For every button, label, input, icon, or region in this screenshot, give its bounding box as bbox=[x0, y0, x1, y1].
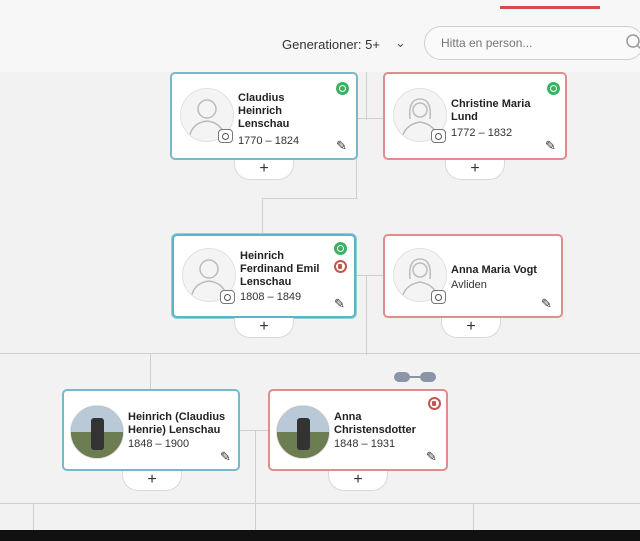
connector-line bbox=[262, 198, 358, 199]
connector-line bbox=[341, 275, 383, 276]
add-relative-button[interactable]: + bbox=[122, 471, 182, 491]
active-tab-indicator bbox=[500, 6, 600, 9]
person-name: Anna Maria Vogt bbox=[451, 264, 537, 276]
generation-divider bbox=[0, 503, 640, 504]
add-relative-button[interactable]: + bbox=[234, 318, 294, 338]
toolbar: Generationer: 5+ ⌄ bbox=[0, 0, 640, 72]
record-hint-icon[interactable] bbox=[547, 82, 560, 95]
edit-icon[interactable]: ✎ bbox=[541, 296, 552, 311]
add-relative-button[interactable]: + bbox=[441, 318, 501, 338]
add-relative-button[interactable]: + bbox=[445, 160, 505, 180]
search-box[interactable] bbox=[424, 26, 640, 60]
add-photo-icon[interactable] bbox=[220, 290, 235, 304]
gravestone-photo bbox=[70, 405, 124, 459]
connector-line bbox=[255, 430, 256, 530]
edit-icon[interactable]: ✎ bbox=[545, 138, 556, 153]
person-dates: Avliden bbox=[451, 279, 487, 291]
generations-selector[interactable]: Generationer: 5+ bbox=[282, 37, 380, 52]
add-photo-icon[interactable] bbox=[431, 290, 446, 304]
edit-icon[interactable]: ✎ bbox=[336, 138, 347, 153]
search-icon[interactable] bbox=[625, 32, 640, 54]
screen: Generationer: 5+ ⌄ ClaudiusHeinrichLensc… bbox=[0, 0, 640, 530]
connector-line bbox=[366, 72, 367, 120]
person-dates: 1848 – 1900 bbox=[128, 438, 190, 450]
spouse-link-icon[interactable] bbox=[393, 370, 437, 384]
edit-icon[interactable]: ✎ bbox=[426, 449, 437, 464]
record-badge-icon[interactable] bbox=[334, 260, 347, 273]
gravestone-photo bbox=[276, 405, 330, 459]
person-card-anna-maria[interactable]: Anna Maria Vogt Avliden ✎ bbox=[383, 234, 563, 318]
connector-line bbox=[33, 503, 34, 530]
add-relative-button[interactable]: + bbox=[328, 471, 388, 491]
add-photo-icon[interactable] bbox=[218, 129, 233, 143]
record-hint-icon[interactable] bbox=[336, 82, 349, 95]
record-hint-icon[interactable] bbox=[334, 242, 347, 255]
connector-line bbox=[150, 353, 151, 389]
connector-line bbox=[237, 430, 271, 431]
connector-line bbox=[262, 198, 263, 234]
edit-icon[interactable]: ✎ bbox=[220, 449, 231, 464]
record-badge-icon[interactable] bbox=[428, 397, 441, 410]
person-dates: 1808 – 1849 bbox=[240, 291, 302, 303]
person-dates: 1772 – 1832 bbox=[451, 127, 513, 139]
generation-divider bbox=[0, 353, 640, 354]
search-input[interactable] bbox=[439, 35, 613, 51]
person-dates: 1848 – 1931 bbox=[334, 438, 396, 450]
connector-line bbox=[336, 118, 384, 119]
add-relative-button[interactable]: + bbox=[234, 160, 294, 180]
monitor-bezel bbox=[0, 530, 640, 541]
connector-line bbox=[366, 275, 367, 355]
add-photo-icon[interactable] bbox=[431, 129, 446, 143]
edit-icon[interactable]: ✎ bbox=[334, 296, 345, 311]
person-dates: 1770 – 1824 bbox=[238, 135, 300, 147]
connector-line bbox=[473, 503, 474, 530]
chevron-down-icon[interactable]: ⌄ bbox=[395, 35, 406, 50]
